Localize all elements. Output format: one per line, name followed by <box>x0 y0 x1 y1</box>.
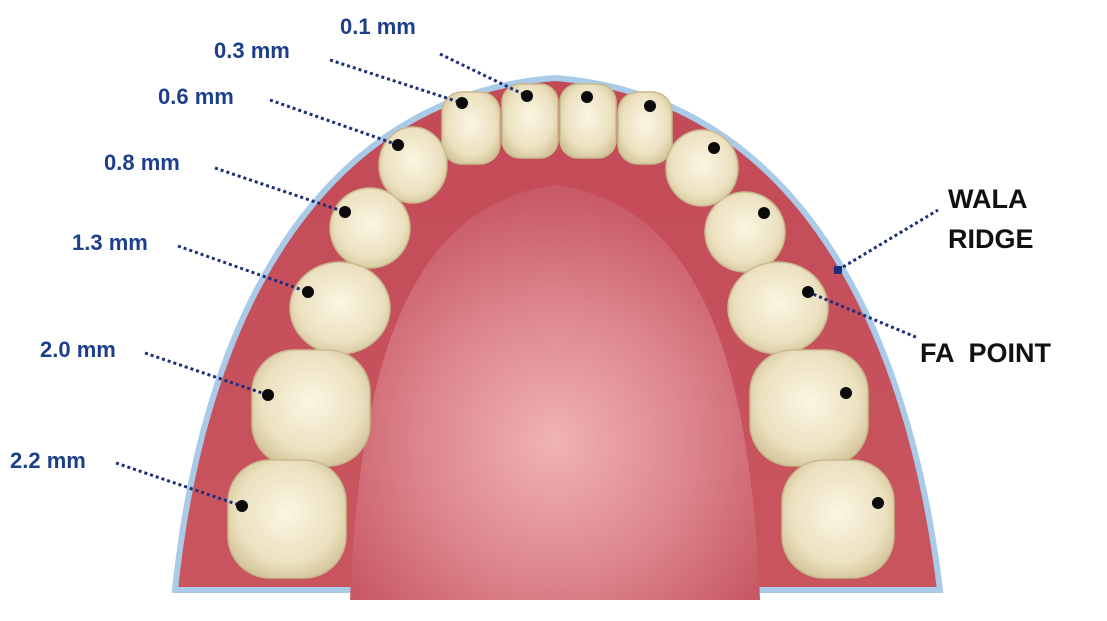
fa-point-dot <box>840 387 852 399</box>
fa-point-dot <box>456 97 468 109</box>
label-2-2: 2.2 mm <box>10 448 86 473</box>
fa-point-dot <box>262 389 274 401</box>
tooth-molar <box>228 460 346 578</box>
leader-0-6 <box>270 100 398 145</box>
label-0-8: 0.8 mm <box>104 150 180 175</box>
leader-0-3 <box>330 60 462 103</box>
fa-point-dot <box>236 500 248 512</box>
label-0-3: 0.3 mm <box>214 38 290 63</box>
fa-point-dot <box>802 286 814 298</box>
fa-point-dot <box>392 139 404 151</box>
tooth-molar <box>252 350 370 466</box>
label-0-6: 0.6 mm <box>158 84 234 109</box>
wala-ridge-label-line1: WALA <box>948 184 1027 214</box>
tooth-premolar <box>290 262 390 354</box>
fa-point-dot <box>302 286 314 298</box>
wala-ridge-label-line2: RIDGE <box>948 224 1034 254</box>
fa-point-dot <box>581 91 593 103</box>
fa-point-dot <box>708 142 720 154</box>
fa-point-dot <box>521 90 533 102</box>
tooth-incisor <box>442 92 500 164</box>
tooth-canine <box>379 127 447 203</box>
tooth-molar <box>750 350 868 466</box>
tooth-canine <box>666 130 738 206</box>
fa-point-dot <box>872 497 884 509</box>
fa-point-dot <box>758 207 770 219</box>
fa-point-dot <box>644 100 656 112</box>
tooth-premolar <box>705 192 785 272</box>
tooth-premolar <box>728 262 828 354</box>
label-2-0: 2.0 mm <box>40 337 116 362</box>
label-1-3: 1.3 mm <box>72 230 148 255</box>
label-0-1: 0.1 mm <box>340 14 416 39</box>
tooth-premolar <box>330 188 410 268</box>
fa-point-dot <box>339 206 351 218</box>
tooth-molar <box>782 460 894 578</box>
wala-ridge-marker <box>834 266 842 274</box>
fa-point-label: FA POINT <box>920 338 1052 368</box>
leader-wala-ridge <box>838 210 938 270</box>
